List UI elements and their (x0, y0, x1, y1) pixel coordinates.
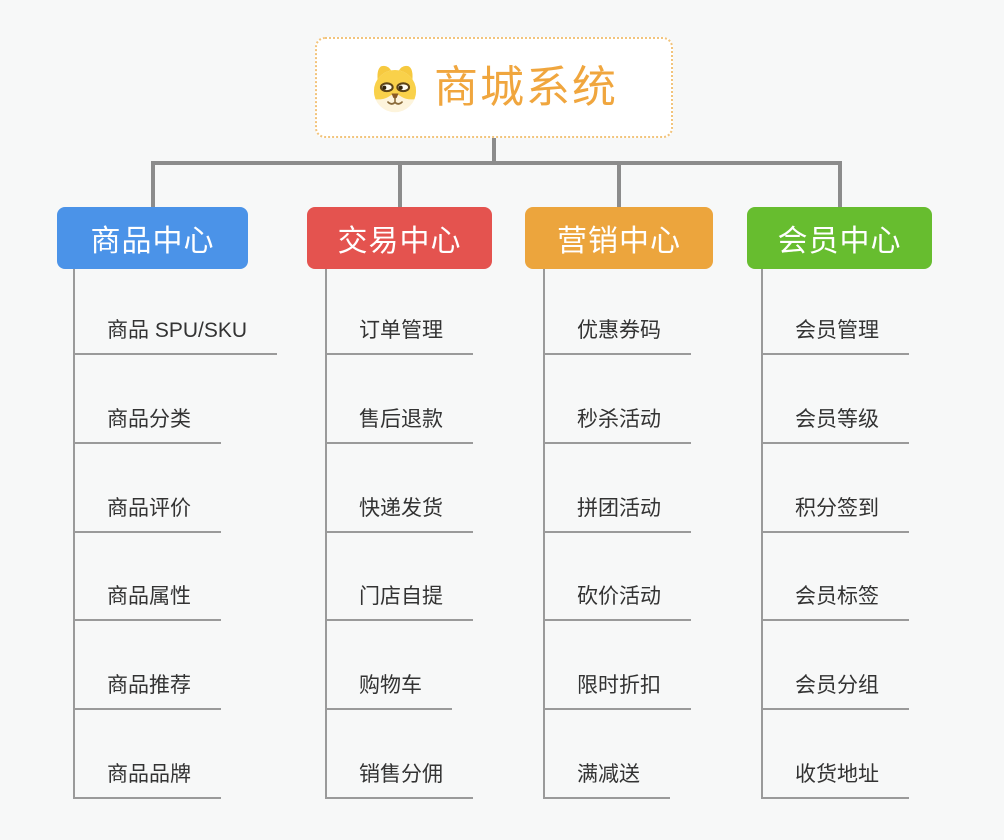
leaf-item[interactable]: 商品分类 (75, 355, 221, 444)
leaf-item[interactable]: 拼团活动 (545, 444, 691, 533)
leaf-column-product: 商品 SPU/SKU 商品分类 商品评价 商品属性 商品推荐 商品品牌 (73, 269, 278, 799)
leaf-item[interactable]: 优惠券码 (545, 269, 691, 355)
leaf-item[interactable]: 会员分组 (763, 621, 909, 711)
leaf-item[interactable]: 购物车 (327, 621, 452, 711)
leaf-item[interactable]: 售后退款 (327, 355, 473, 444)
leaf-item[interactable]: 商品推荐 (75, 621, 221, 711)
dog-face-icon (370, 63, 420, 113)
leaf-column-marketing: 优惠券码 秒杀活动 拼团活动 砍价活动 限时折扣 满减送 (543, 269, 691, 799)
leaf-item[interactable]: 商品评价 (75, 444, 221, 533)
connector-stub-product (151, 161, 155, 207)
connector-root-stub (492, 138, 496, 163)
connector-stub-marketing (617, 161, 621, 207)
leaf-item[interactable]: 会员管理 (763, 269, 909, 355)
leaf-item[interactable]: 限时折扣 (545, 621, 691, 711)
connector-stub-member (838, 161, 842, 207)
leaf-item[interactable]: 会员等级 (763, 355, 909, 444)
branch-node-member-center[interactable]: 会员中心 (747, 207, 932, 269)
leaf-item[interactable]: 订单管理 (327, 269, 473, 355)
branch-node-marketing-center[interactable]: 营销中心 (525, 207, 713, 269)
connector-horizontal-bar (151, 161, 840, 165)
branch-node-trade-center[interactable]: 交易中心 (307, 207, 492, 269)
leaf-item[interactable]: 积分签到 (763, 444, 909, 533)
leaf-column-member: 会员管理 会员等级 积分签到 会员标签 会员分组 收货地址 (761, 269, 909, 799)
leaf-column-trade: 订单管理 售后退款 快递发货 门店自提 购物车 销售分佣 (325, 269, 473, 799)
leaf-item[interactable]: 销售分佣 (327, 710, 473, 799)
branch-node-product-center[interactable]: 商品中心 (57, 207, 248, 269)
leaf-item[interactable]: 秒杀活动 (545, 355, 691, 444)
leaf-item[interactable]: 满减送 (545, 710, 670, 799)
leaf-item[interactable]: 商品品牌 (75, 710, 221, 799)
leaf-item[interactable]: 商品属性 (75, 533, 221, 622)
leaf-item[interactable]: 商品 SPU/SKU (75, 269, 278, 355)
leaf-item[interactable]: 会员标签 (763, 533, 909, 622)
leaf-item[interactable]: 砍价活动 (545, 533, 691, 622)
root-node[interactable]: 商城系统 (315, 37, 673, 138)
connector-stub-trade (398, 161, 402, 207)
leaf-item[interactable]: 收货地址 (763, 710, 909, 799)
root-title: 商城系统 (434, 62, 618, 112)
leaf-item[interactable]: 门店自提 (327, 533, 473, 622)
leaf-item[interactable]: 快递发货 (327, 444, 473, 533)
